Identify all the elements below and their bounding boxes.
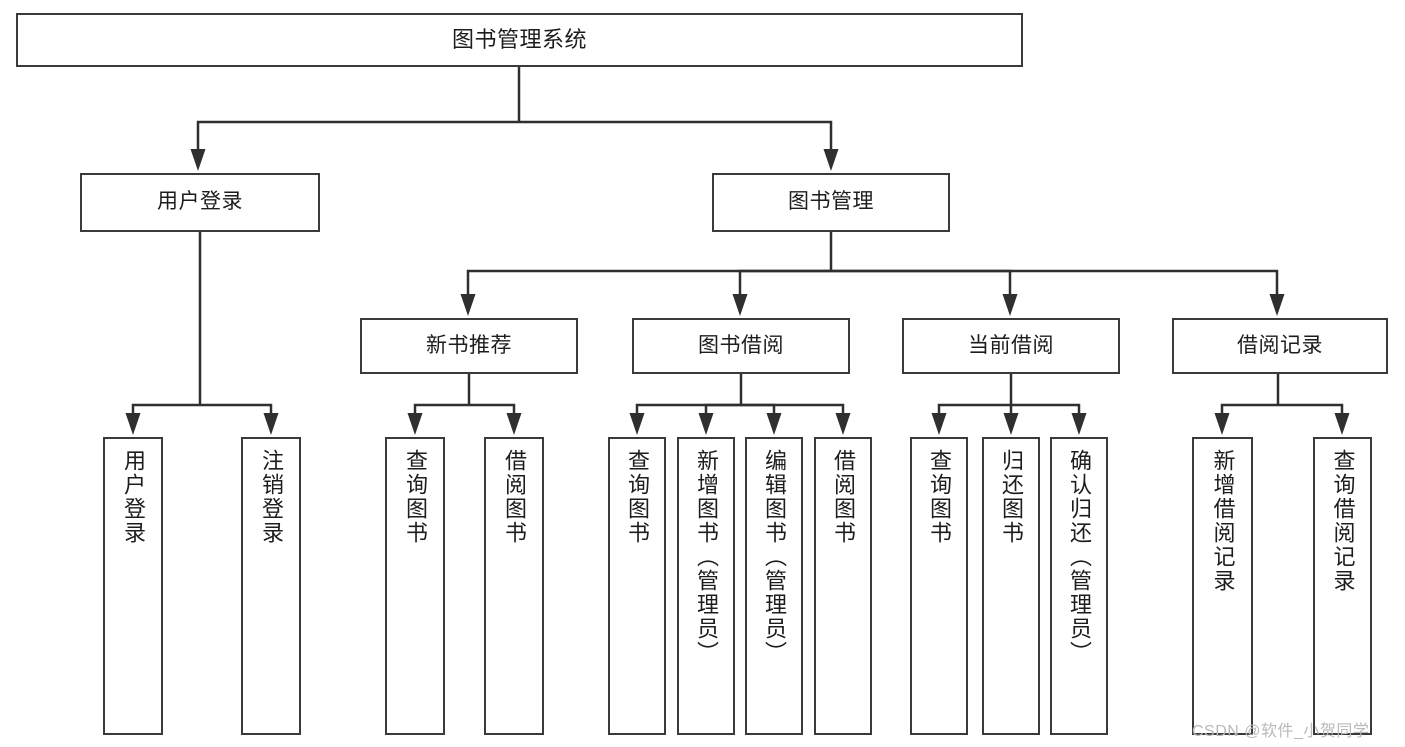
edge-login-to-l_logout	[200, 403, 279, 435]
edge-newbook-to-n_borrow	[469, 403, 522, 435]
node-label: 查询借阅记录	[1330, 449, 1356, 593]
node-n_borrow[interactable]: 借阅图书	[484, 437, 544, 735]
node-label: 查询图书	[927, 449, 952, 545]
arrow-head	[931, 413, 947, 435]
node-l_login[interactable]: 用户登录	[103, 437, 163, 735]
arrow-head	[698, 413, 714, 435]
node-bookmgmt[interactable]: 图书管理	[712, 173, 950, 232]
node-n_query[interactable]: 查询图书	[385, 437, 445, 735]
arrow-head	[732, 294, 748, 316]
node-label: 借阅图书	[831, 449, 856, 545]
edge-borrow-to-b_add	[698, 403, 741, 435]
edge-borrow-to-b_query	[629, 374, 743, 435]
node-label: 编辑图书（管理员）	[762, 449, 787, 665]
arrow-head	[1214, 413, 1230, 435]
edge-bookmgmt-to-records	[831, 269, 1285, 316]
arrow-head	[190, 149, 206, 171]
edge-bookmgmt-to-borrow	[732, 269, 831, 316]
edge-login-to-l_login	[125, 232, 202, 435]
node-label: 图书管理系统	[451, 27, 587, 53]
node-root[interactable]: 图书管理系统	[16, 13, 1023, 67]
node-borrow[interactable]: 图书借阅	[632, 318, 850, 374]
edge-bookmgmt-to-current	[831, 269, 1018, 316]
edge-borrow-to-b_edit	[741, 403, 782, 435]
arrow-head	[125, 413, 141, 435]
edge-root-to-login	[190, 67, 521, 171]
edge-current-to-c_return	[1003, 405, 1019, 435]
node-label: 借阅记录	[1237, 333, 1323, 357]
node-label: 确认归还（管理员）	[1067, 449, 1092, 665]
arrow-head	[629, 413, 645, 435]
node-label: 新书推荐	[426, 333, 512, 357]
node-label: 当前借阅	[968, 333, 1054, 357]
node-label: 查询图书	[625, 449, 650, 545]
arrow-head	[506, 413, 522, 435]
edge-current-to-c_query	[931, 374, 1013, 435]
edge-borrow-to-b_lend	[741, 403, 851, 435]
edge-records-to-r_add	[1214, 374, 1280, 435]
node-label: 图书借阅	[698, 333, 784, 357]
arrow-head	[1334, 413, 1350, 435]
node-b_lend[interactable]: 借阅图书	[814, 437, 872, 735]
node-current[interactable]: 当前借阅	[902, 318, 1120, 374]
node-l_logout[interactable]: 注销登录	[241, 437, 301, 735]
node-label: 注销登录	[259, 449, 284, 545]
node-label: 图书管理	[788, 190, 874, 214]
edge-records-to-r_query	[1278, 403, 1350, 435]
arrow-head	[1003, 413, 1019, 435]
node-b_add[interactable]: 新增图书（管理员）	[677, 437, 735, 735]
arrow-head	[407, 413, 423, 435]
node-label: 用户登录	[157, 190, 243, 214]
node-label: 用户登录	[121, 449, 146, 545]
arrow-head	[823, 149, 839, 171]
node-label: 归还图书	[999, 449, 1024, 545]
arrow-head	[1071, 413, 1087, 435]
node-b_query[interactable]: 查询图书	[608, 437, 666, 735]
edge-root-to-bookmgmt	[519, 120, 839, 171]
node-r_add[interactable]: 新增借阅记录	[1192, 437, 1253, 735]
arrow-head	[766, 413, 782, 435]
node-c_return[interactable]: 归还图书	[982, 437, 1040, 735]
node-b_edit[interactable]: 编辑图书（管理员）	[745, 437, 803, 735]
edge-newbook-to-n_query	[407, 374, 471, 435]
arrow-head	[1269, 294, 1285, 316]
arrow-head	[835, 413, 851, 435]
node-login[interactable]: 用户登录	[80, 173, 320, 232]
node-c_query[interactable]: 查询图书	[910, 437, 968, 735]
arrow-head	[1002, 294, 1018, 316]
node-label: 新增借阅记录	[1210, 449, 1236, 593]
edge-bookmgmt-to-newbook	[460, 232, 833, 316]
watermark: CSDN @软件_小贺同学	[1192, 723, 1370, 740]
node-records[interactable]: 借阅记录	[1172, 318, 1388, 374]
node-label: 查询图书	[403, 449, 428, 545]
node-r_query[interactable]: 查询借阅记录	[1313, 437, 1372, 735]
node-label: 新增图书（管理员）	[694, 449, 719, 665]
arrow-head	[263, 413, 279, 435]
arrow-head	[460, 294, 476, 316]
edge-current-to-c_confirm	[1011, 403, 1087, 435]
node-newbook[interactable]: 新书推荐	[360, 318, 578, 374]
node-label: 借阅图书	[502, 449, 527, 545]
node-c_confirm[interactable]: 确认归还（管理员）	[1050, 437, 1108, 735]
